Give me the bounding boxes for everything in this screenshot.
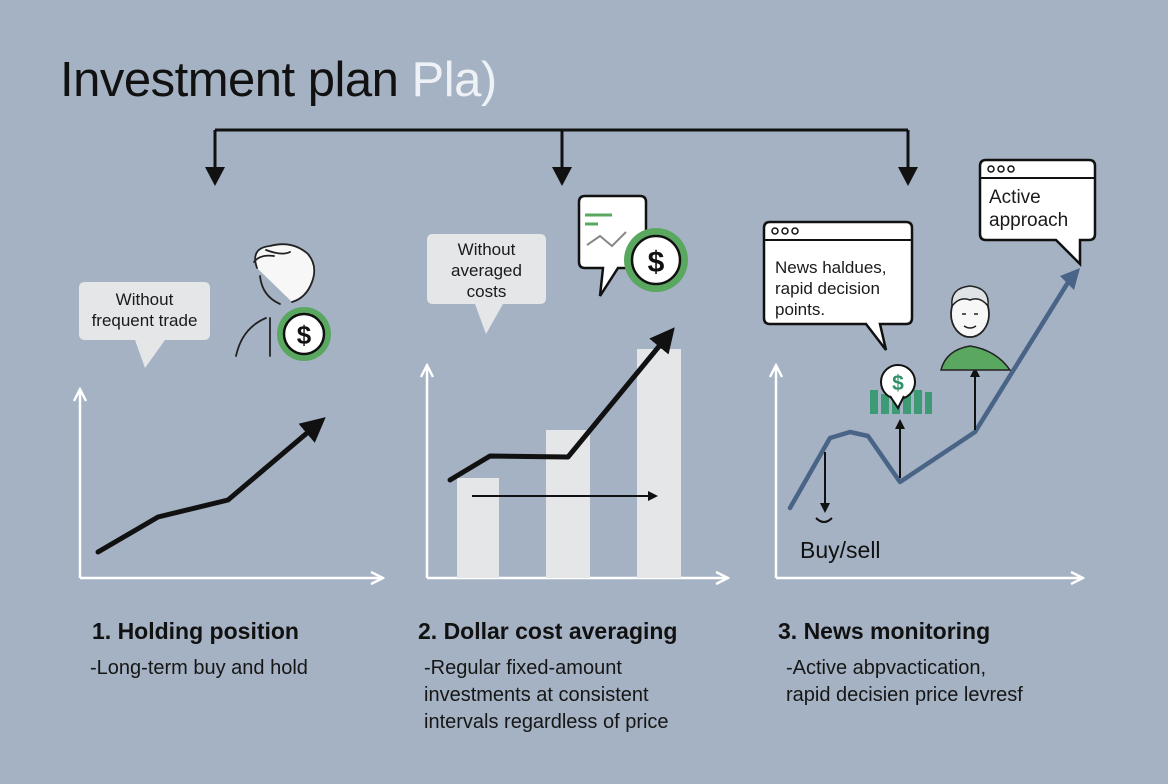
bubble-line: frequent trade [91, 311, 198, 330]
bubble-line: Without [457, 240, 516, 259]
description-line: intervals regardless of price [424, 711, 669, 733]
title-main: Investment plan [60, 53, 412, 107]
column-1-heading: 1. Holding position [92, 618, 299, 644]
trend-line [95, 417, 326, 555]
down-arrow-heads [205, 167, 918, 186]
bubble-without-frequent-trade: Without frequent trade [79, 289, 210, 331]
person-icon [940, 285, 1012, 371]
news-bubble-text: News haldues, rapid decision points. [775, 257, 909, 320]
bar [546, 430, 590, 578]
bubble-line: Without [115, 290, 174, 309]
description-line: -Active abpvactication, [786, 657, 987, 679]
svg-text:$: $ [297, 320, 312, 350]
callout-line: Active [989, 187, 1041, 208]
arrow-icon [898, 167, 918, 186]
description-line: investments at consistent [424, 684, 649, 706]
bubble-line: costs [466, 282, 507, 301]
dollar-coin-icon: $ [624, 228, 688, 292]
column-2-chart [427, 327, 725, 578]
person-icon [235, 243, 316, 357]
column-1-description: -Long-term buy and hold [90, 655, 308, 682]
bubble-line: points. [775, 300, 826, 319]
column-2-description: -Regular fixed-amount investments at con… [424, 655, 669, 736]
browser-window-icon [978, 158, 1097, 268]
description-line: -Regular fixed-amount [424, 657, 622, 679]
bubble-line: rapid decision [775, 279, 880, 298]
dollar-coin-icon: $ [277, 307, 331, 361]
trend-line [447, 327, 675, 483]
bubble-line: News haldues, [775, 258, 887, 277]
column-1-chart [80, 392, 380, 578]
speech-bubble-shape [79, 282, 210, 368]
svg-text:$: $ [648, 246, 665, 279]
bubble-without-averaged-costs: Without averaged costs [427, 239, 546, 302]
speech-bubble-shape [427, 234, 546, 334]
column-3-chart [776, 268, 1080, 578]
dollar-chart-icon: $ [870, 364, 932, 414]
bubble-line: averaged [451, 261, 522, 280]
speech-bubble-shape [762, 220, 914, 351]
browser-window-icon [577, 194, 648, 297]
title-accent: Pla) [411, 53, 498, 107]
bar [637, 349, 681, 578]
description-line: rapid decisien price levresf [786, 684, 1023, 706]
bar [457, 478, 499, 578]
arrow-icon [1060, 268, 1080, 290]
active-approach-callout: Active approach [989, 186, 1093, 232]
svg-text:$: $ [892, 372, 904, 395]
trend-line [787, 273, 1075, 511]
buy-sell-label: Buy/sell [800, 537, 881, 563]
arrow-icon [552, 167, 572, 186]
chart-line-icon [586, 231, 627, 248]
description-line: -Long-term buy and hold [90, 657, 308, 679]
top-connector [213, 128, 910, 172]
arrow-icon [205, 167, 225, 186]
column-3-heading: 3. News monitoring [778, 618, 991, 644]
column-2-heading: 2. Dollar cost averaging [418, 618, 678, 644]
page-title: Investment plan Pla) [60, 52, 497, 108]
callout-line: approach [989, 210, 1069, 231]
column-3-description: -Active abpvactication, rapid decisien p… [786, 655, 1023, 709]
